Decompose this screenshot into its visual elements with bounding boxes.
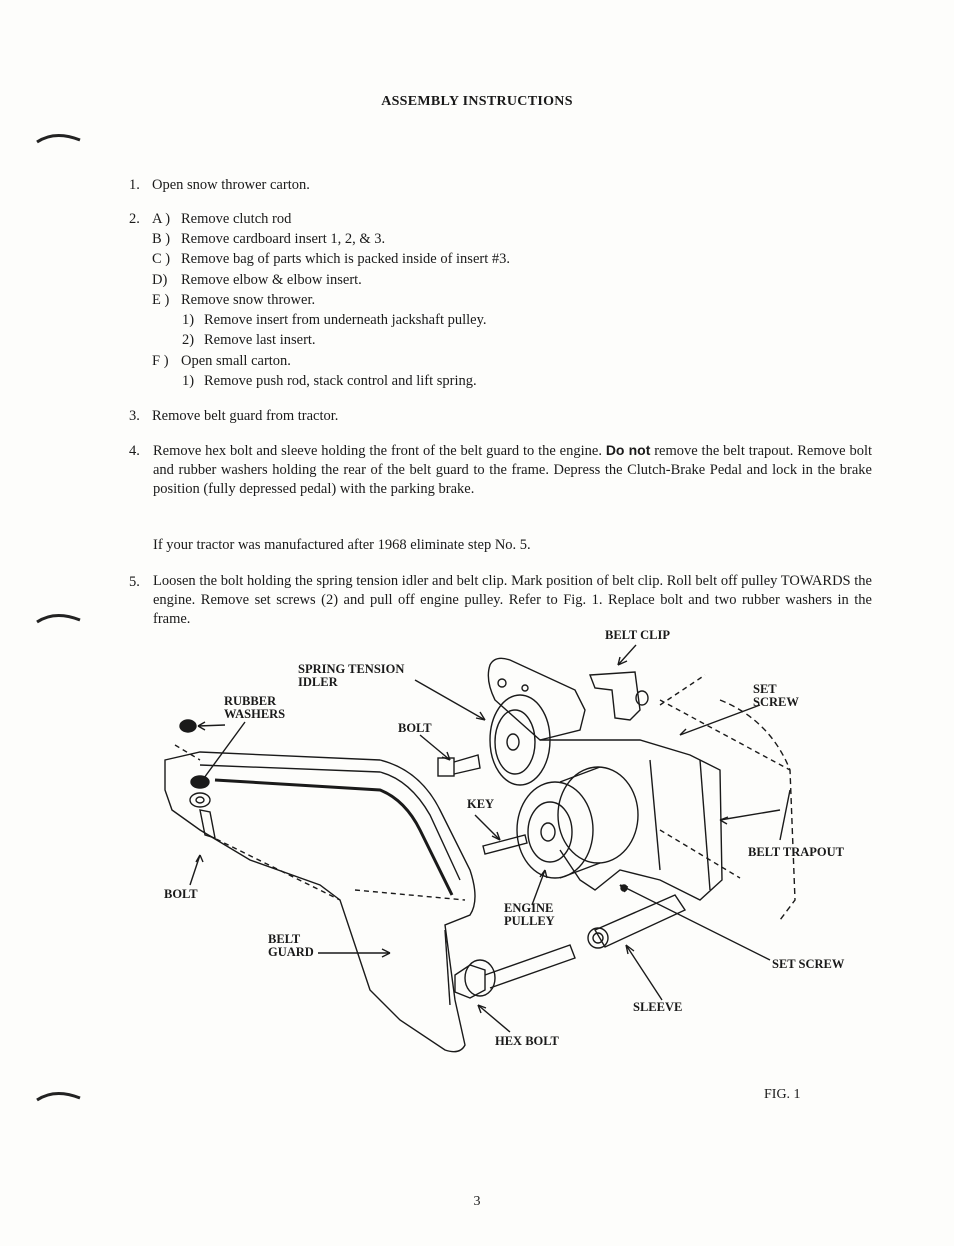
step-number: 3. bbox=[129, 408, 140, 424]
label-key: KEY bbox=[467, 797, 495, 811]
hex-bolt-part bbox=[454, 944, 576, 999]
substep-marker: D) bbox=[152, 272, 168, 288]
label-belt-clip: BELT CLIP bbox=[605, 628, 670, 642]
step-4-text-before: Remove hex bolt and sleeve holding the f… bbox=[153, 443, 602, 459]
registration-mark bbox=[36, 614, 81, 624]
step-4-text: Remove hex bolt and sleeve holding the f… bbox=[153, 441, 872, 499]
label-set-screw-top: SET SCREW bbox=[753, 682, 799, 709]
figure-caption: FIG. 1 bbox=[764, 1087, 801, 1102]
substep-text: Open small carton. bbox=[181, 353, 291, 369]
registration-mark bbox=[36, 1092, 81, 1102]
mounting-frame bbox=[540, 739, 723, 901]
substep-text: Remove bag of parts which is packed insi… bbox=[181, 251, 510, 267]
substep-marker: B ) bbox=[152, 231, 171, 247]
label-engine-pulley: ENGINE PULLEY bbox=[504, 901, 555, 928]
substep-text: Remove elbow & elbow insert. bbox=[181, 272, 362, 288]
subsubstep-text: Remove insert from underneath jackshaft … bbox=[204, 312, 487, 328]
belt-clip bbox=[589, 671, 649, 721]
engine-pulley bbox=[516, 766, 639, 879]
subsubstep-marker: 1) bbox=[182, 373, 195, 389]
label-sleeve: SLEEVE bbox=[633, 1000, 683, 1014]
label-bolt-left: BOLT bbox=[164, 887, 198, 901]
sleeve-part bbox=[587, 894, 687, 949]
step-number: 4. bbox=[129, 443, 140, 459]
step-4-emphasis: Do not bbox=[605, 442, 651, 458]
subsubstep-text: Remove last insert. bbox=[204, 332, 316, 348]
manufacture-note: If your tractor was manufactured after 1… bbox=[153, 537, 531, 553]
substep-marker: F ) bbox=[152, 353, 169, 369]
subsubstep-marker: 2) bbox=[182, 332, 195, 348]
step-number: 1. bbox=[129, 177, 140, 193]
label-hex-bolt: HEX BOLT bbox=[495, 1034, 559, 1048]
label-belt-trapout: BELT TRAPOUT bbox=[748, 845, 844, 859]
subsubstep-text: Remove push rod, stack control and lift … bbox=[204, 373, 477, 389]
step-3: 3. Remove belt guard from tractor. bbox=[0, 406, 954, 426]
substep-text: Remove snow thrower. bbox=[181, 292, 316, 308]
substep-marker: C ) bbox=[152, 251, 171, 267]
step-text: Open snow thrower carton. bbox=[152, 177, 310, 193]
step-2: 2. A ) Remove clutch rod B ) Remove card… bbox=[0, 209, 954, 399]
substep-marker: E ) bbox=[152, 292, 170, 308]
registration-mark bbox=[36, 134, 81, 144]
substep-marker: A ) bbox=[152, 211, 171, 227]
label-spring-tension-idler: SPRING TENSION IDLER bbox=[298, 662, 405, 689]
idler-plate bbox=[487, 657, 586, 741]
step-1: 1. Open snow thrower carton. bbox=[0, 175, 954, 195]
step-4-text-after: remove the belt trapout. Remove bolt and… bbox=[153, 443, 872, 497]
rubber-washers bbox=[179, 719, 216, 840]
page-title: ASSEMBLY INSTRUCTIONS bbox=[381, 94, 573, 109]
label-belt-guard: BELT GUARD bbox=[268, 932, 314, 959]
label-set-screw-bottom: SET SCREW bbox=[772, 957, 845, 971]
page-number: 3 bbox=[473, 1194, 481, 1209]
step-number: 2. bbox=[129, 211, 140, 227]
substep-text: Remove cardboard insert 1, 2, & 3. bbox=[181, 231, 386, 247]
substep-text: Remove clutch rod bbox=[181, 211, 292, 227]
step-text: Remove belt guard from tractor. bbox=[152, 408, 339, 424]
step-5-text: Loosen the bolt holding the spring tensi… bbox=[153, 573, 872, 627]
label-rubber-washers: RUBBER WASHERS bbox=[224, 694, 286, 721]
label-bolt-mid: BOLT bbox=[398, 721, 432, 735]
belt-guard-shape bbox=[164, 751, 476, 1053]
step-number: 5. bbox=[129, 574, 140, 590]
subsubstep-marker: 1) bbox=[182, 312, 195, 328]
